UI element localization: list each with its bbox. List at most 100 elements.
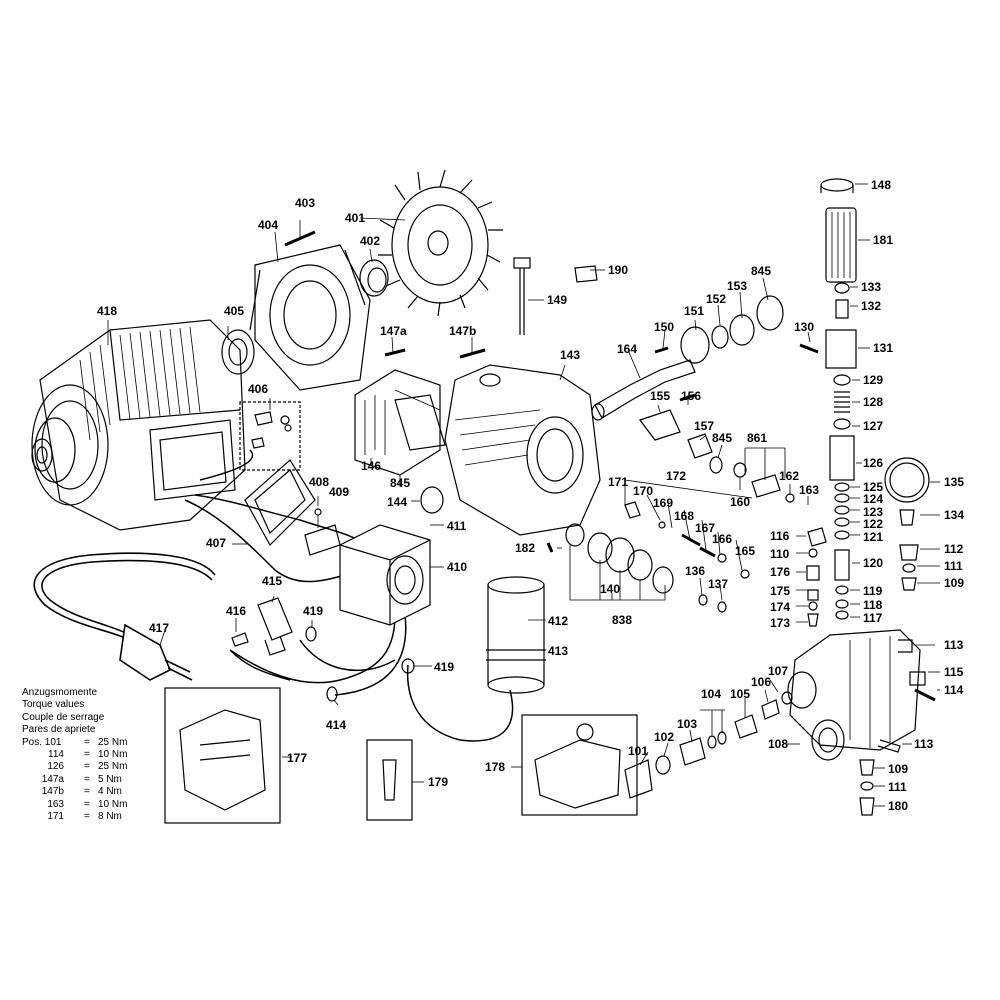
part-label: 128: [863, 395, 884, 409]
part-label: 103: [677, 717, 698, 731]
part-label: 180: [888, 799, 909, 813]
part-label: 406: [248, 382, 269, 396]
torque-pos: 147a: [41, 773, 64, 785]
part-label: 412: [548, 614, 569, 628]
switch-parts-409-drawing: [304, 508, 341, 556]
wiring-drawing: [184, 449, 514, 742]
pressure-regulator-drawing: [799, 178, 857, 620]
part-label: 121: [863, 530, 884, 544]
part-label: 108: [768, 737, 789, 751]
part-label: 845: [390, 476, 411, 490]
part-label: 109: [944, 576, 965, 590]
part-label: 401: [345, 211, 366, 225]
torque-pos: 114: [48, 749, 64, 761]
part-label: 417: [149, 621, 170, 635]
bushing-144-drawing: [420, 486, 444, 514]
part-label: 143: [560, 348, 581, 362]
part-label: 122: [863, 517, 884, 531]
part-label: 104: [701, 687, 722, 701]
fan-401-drawing: [378, 169, 503, 317]
part-label: 162: [779, 469, 800, 483]
part-label: 167: [695, 521, 716, 535]
part-label: 109: [888, 762, 909, 776]
part-label: 153: [727, 279, 748, 293]
ring-153-drawing: [729, 314, 755, 346]
part-label: 404: [258, 218, 279, 232]
part-label: 147a: [380, 324, 407, 338]
plug-180-drawing: [859, 797, 875, 816]
part-label: 179: [428, 775, 449, 789]
piston-861-drawing: [751, 474, 781, 498]
part-label: 114: [944, 683, 964, 697]
part-label: 130: [794, 320, 815, 334]
part-label: 101: [628, 744, 649, 758]
part-label: 105: [730, 687, 751, 701]
crankcase-143-drawing: [444, 364, 601, 536]
ring-160-drawing: [733, 462, 747, 478]
part-label: 151: [684, 304, 705, 318]
part-label: 156: [681, 389, 702, 403]
part-label: 178: [485, 760, 506, 774]
part-label: 416: [226, 604, 247, 618]
torque-value: 8 Nm: [98, 811, 122, 823]
torque-heading: Torque values: [22, 699, 85, 711]
torque-pos: 147b: [41, 786, 64, 798]
part-label: 133: [861, 280, 882, 294]
screw-147a-drawing: [384, 348, 406, 357]
part-label: 419: [434, 660, 455, 674]
torque-value: 4 Nm: [98, 786, 122, 798]
part-label: 132: [861, 299, 882, 313]
screw-182-drawing: [546, 542, 554, 553]
torque-heading: Anzugsmomente: [22, 687, 98, 698]
part-label: 175: [770, 584, 791, 598]
part-label: 110: [770, 547, 790, 561]
torque-value: 25 Nm: [98, 761, 128, 773]
part-label: 190: [608, 263, 629, 277]
bearing-151-drawing: [680, 326, 710, 364]
part-label: 419: [303, 604, 324, 618]
part-label: 112: [944, 542, 964, 556]
part-label: 845: [712, 431, 733, 445]
plug-109-drawing: [901, 577, 917, 591]
seal-845b-drawing: [709, 456, 723, 474]
part-label: 131: [873, 341, 894, 355]
part-label: 160: [730, 495, 751, 509]
part-label: 411: [447, 519, 467, 533]
part-label: 845: [751, 264, 772, 278]
cover-146-drawing: [354, 369, 446, 476]
part-label: 152: [706, 292, 727, 306]
part-label: 118: [863, 598, 883, 612]
part-label: 182: [515, 541, 536, 555]
torque-value: 25 Nm: [98, 736, 128, 748]
part-label: 137: [708, 577, 729, 591]
part-label: 168: [674, 509, 695, 523]
plug-109b-drawing: [859, 759, 875, 776]
end-shield-drawing: [249, 244, 371, 391]
part-label: 165: [735, 544, 756, 558]
electric-motor-drawing: [31, 319, 246, 531]
torque-row: Pos. 101=25 Nm: [22, 736, 128, 748]
cap-190-drawing: [574, 265, 598, 283]
torque-heading: Couple de serrage: [22, 711, 105, 723]
clip-113-drawing: [898, 639, 913, 653]
torque-row: 114=10 Nm: [22, 749, 127, 761]
part-label: 403: [295, 196, 316, 210]
leader-lines: [107, 183, 940, 807]
crankshaft-164-drawing: [591, 359, 696, 421]
part-label: 148: [871, 178, 892, 192]
part-label: 418: [97, 304, 118, 318]
ring-136-drawing: [698, 594, 708, 606]
part-label: 157: [694, 419, 715, 433]
part-label: 144: [387, 495, 408, 509]
part-label: 119: [863, 584, 883, 598]
part-label: 113: [914, 737, 934, 751]
part-label: 413: [548, 644, 569, 658]
seal-845-drawing: [756, 295, 784, 331]
part-label: 166: [712, 532, 733, 546]
torque-row: 163=10 Nm: [22, 799, 127, 811]
part-label: 177: [287, 751, 308, 765]
screw-147b-drawing: [459, 348, 486, 359]
part-label: 111: [944, 559, 963, 573]
part-label: 124: [863, 492, 884, 506]
